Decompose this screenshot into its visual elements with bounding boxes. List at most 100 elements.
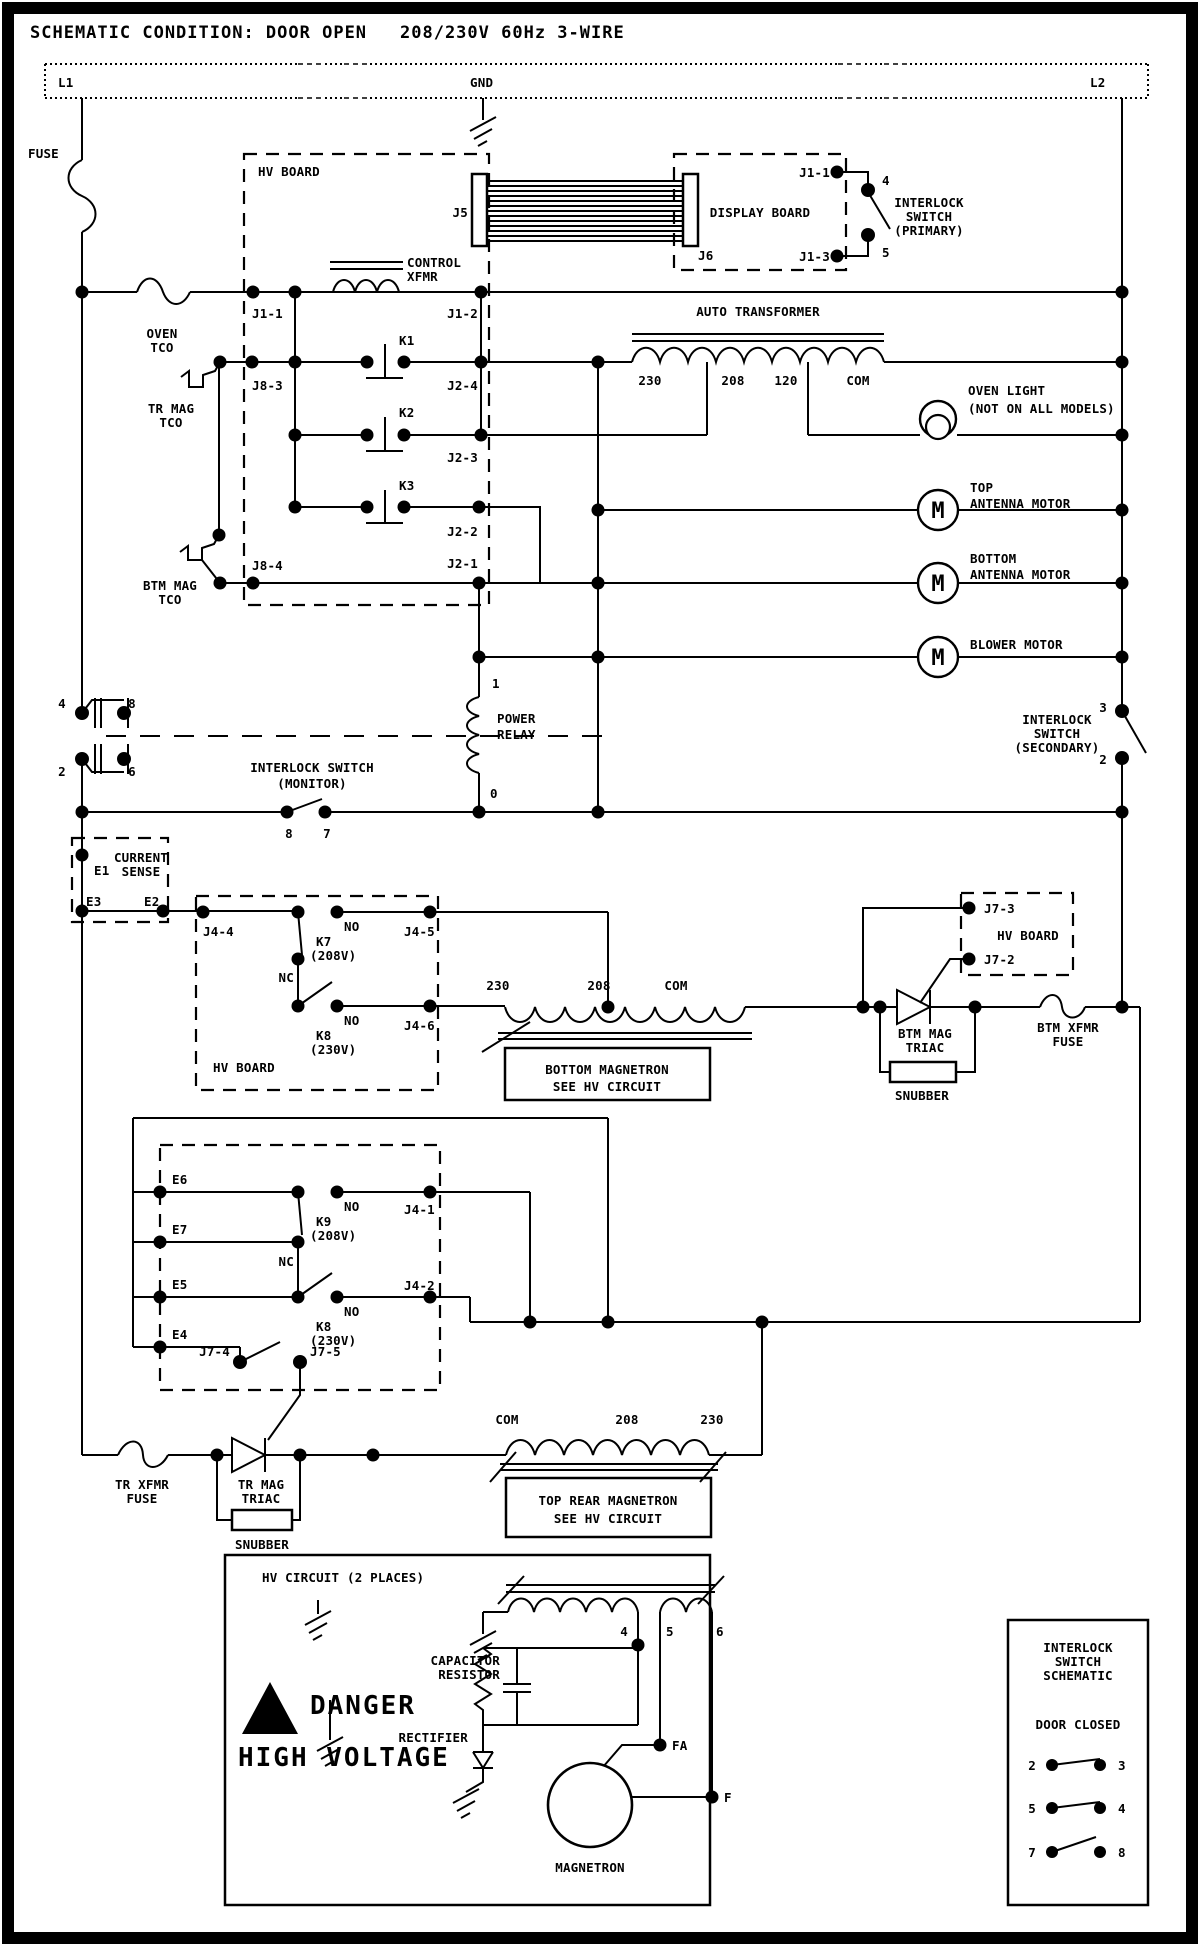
power-relay-line2: RELAY xyxy=(497,727,536,742)
j6-label: J6 xyxy=(698,248,713,263)
magnetron-symbol xyxy=(546,1761,634,1849)
oven-light-symbol xyxy=(918,399,958,441)
interlock-legend-box xyxy=(1006,1618,1150,1907)
k7-no-label: NO xyxy=(344,919,359,934)
j2-4-label: J2-4 xyxy=(447,378,478,393)
labels: FUSE HV BOARD J5 J6 DISPLAY BOARD J1-1 J… xyxy=(28,146,1126,1875)
interlock-monitor-line2: (MONITOR) xyxy=(277,776,347,791)
ground-symbols xyxy=(304,98,497,1819)
interlock-secondary-t3: 3 xyxy=(1099,700,1107,715)
k9-no-label: NO xyxy=(344,1199,359,1214)
display-board-name: DISPLAY BOARD xyxy=(710,205,810,220)
current-sense-line2: SENSE xyxy=(122,864,161,879)
j8-3-label: J8-3 xyxy=(252,378,283,393)
door-switch-t4: 4 xyxy=(58,696,66,711)
hv-board-mid-name: HV BOARD xyxy=(213,1060,275,1075)
j5-label: J5 xyxy=(453,205,468,220)
bottom-antenna-motor-symbol: M xyxy=(916,561,960,605)
hv-j1-1-label: J1-1 xyxy=(252,306,283,321)
blower-motor-symbol: M xyxy=(916,635,960,679)
bottom-magnetron-box xyxy=(503,1046,712,1102)
k8-label: K8 xyxy=(316,1028,331,1043)
tr-mag-tco-line2: TCO xyxy=(159,415,182,430)
blower-motor-label: BLOWER MOTOR xyxy=(970,637,1063,652)
btm-mag-tco-line1: BTM MAG xyxy=(143,578,197,593)
j8-4-label: J8-4 xyxy=(252,558,283,573)
auto-tap-120: 120 xyxy=(774,373,797,388)
k9-label: K9 xyxy=(316,1214,331,1229)
j2-1-label: J2-1 xyxy=(447,556,478,571)
legend-row3-left: 7 xyxy=(1028,1845,1036,1860)
bottom-antenna-line2: ANTENNA MOTOR xyxy=(970,567,1071,582)
k7-nc-label: NC xyxy=(279,970,294,985)
interlock-secondary-line2: SWITCH xyxy=(1034,726,1080,741)
hv-t5-label: 5 xyxy=(666,1624,674,1639)
bottom-magnetron-box-line1: BOTTOM MAGNETRON xyxy=(545,1062,669,1077)
fuse-l1-label: FUSE xyxy=(28,146,59,161)
hv-board-top-outline xyxy=(242,152,491,607)
legend-line2: SWITCH xyxy=(1055,1654,1101,1669)
e7-label: E7 xyxy=(172,1222,187,1237)
door-switch-t6: 6 xyxy=(128,764,136,779)
snubber-btm-box xyxy=(888,1060,958,1084)
k8b-label: K8 xyxy=(316,1319,331,1334)
auto-tap-208: 208 xyxy=(721,373,744,388)
rectifier-label: RECTIFIER xyxy=(398,1730,468,1745)
j7-5-label: J7-5 xyxy=(310,1344,341,1359)
e1-label: E1 xyxy=(94,863,109,878)
btm-mag-triac-line1: BTM MAG xyxy=(898,1026,952,1041)
control-xfmr-line2: XFMR xyxy=(407,269,438,284)
hv-board-top-name: HV BOARD xyxy=(258,164,320,179)
snubber-btm-label: SNUBBER xyxy=(895,1088,949,1103)
fa-terminal-label: FA xyxy=(672,1738,688,1753)
interlock-primary-t5: 5 xyxy=(882,245,890,260)
btm-xfmr-tap-208: 208 xyxy=(587,978,610,993)
oven-light-line2: (NOT ON ALL MODELS) xyxy=(968,401,1115,416)
btm-xfmr-tap-com: COM xyxy=(664,978,687,993)
tr-mag-triac-line1: TR MAG xyxy=(238,1477,284,1492)
j4-1-label: J4-1 xyxy=(404,1202,435,1217)
e2-label: E2 xyxy=(144,894,159,909)
capacitor-label-line2: RESISTOR xyxy=(438,1667,500,1682)
j7-3-label: J7-3 xyxy=(984,901,1015,916)
btm-mag-tco-line2: TCO xyxy=(158,592,181,607)
k7-volt-label: (208V) xyxy=(310,948,356,963)
tr-mag-triac-line2: TRIAC xyxy=(242,1491,281,1506)
magnetron-label: MAGNETRON xyxy=(555,1860,625,1875)
auto-transformer-label: AUTO TRANSFORMER xyxy=(696,304,820,319)
hv-j1-2-label: J1-2 xyxy=(447,306,478,321)
power-rating-title: 208/230V 60Hz 3-WIRE xyxy=(400,23,625,43)
bus-gnd-label: GND xyxy=(470,75,493,90)
k2-label: K2 xyxy=(399,405,414,420)
legend-door-closed: DOOR CLOSED xyxy=(1036,1717,1121,1732)
interlock-secondary-t2: 2 xyxy=(1099,752,1107,767)
top-magnetron-box-line1: TOP REAR MAGNETRON xyxy=(538,1493,677,1508)
tr-mag-triac-symbol xyxy=(231,1436,268,1474)
legend-row2-left: 5 xyxy=(1028,1801,1036,1816)
bottom-antenna-line1: BOTTOM xyxy=(970,551,1016,566)
k1-label: K1 xyxy=(399,333,414,348)
j2-3-label: J2-3 xyxy=(447,450,478,465)
hv-board-mid-outline xyxy=(194,894,440,1092)
snubber-tr-box xyxy=(230,1508,294,1532)
btm-mag-triac-line2: TRIAC xyxy=(906,1040,945,1055)
tr-mag-tco-line1: TR MAG xyxy=(148,401,194,416)
k7-label: K7 xyxy=(316,934,331,949)
top-antenna-motor-symbol: M xyxy=(916,488,960,532)
btm-mag-triac-symbol xyxy=(896,988,933,1026)
legend-row2-right: 4 xyxy=(1118,1801,1126,1816)
power-bus: L1 GND L2 xyxy=(44,58,1149,104)
danger-warning-triangle-icon xyxy=(242,1682,298,1734)
interlock-primary-line1: INTERLOCK xyxy=(894,195,964,210)
tr-xfmr-fuse-line2: FUSE xyxy=(127,1491,158,1506)
j4-5-label: J4-5 xyxy=(404,924,435,939)
legend-line3: SCHEMATIC xyxy=(1043,1668,1113,1683)
e6-label: E6 xyxy=(172,1172,187,1187)
bus-l1-label: L1 xyxy=(58,75,73,90)
top-antenna-line1: TOP xyxy=(970,480,993,495)
btm-xfmr-tap-230: 230 xyxy=(486,978,509,993)
motor-letter: M xyxy=(931,499,944,524)
hv-circuit-title: HV CIRCUIT (2 PLACES) xyxy=(262,1570,424,1585)
